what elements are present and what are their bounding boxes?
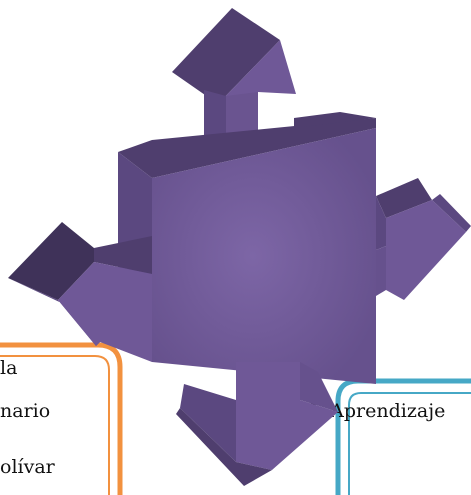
right-card-text-line-1: 3. Aprendizaje: [306, 400, 446, 422]
arrow-right: [376, 178, 471, 300]
arrow-down: [176, 362, 338, 486]
center-block: [118, 112, 376, 384]
left-card-text-line-3: olívar: [0, 456, 55, 478]
arrow-up: [172, 8, 296, 140]
left-card-frame: [0, 342, 123, 495]
left-card-text-line-2: nario: [0, 400, 51, 422]
arrow-left: [8, 222, 152, 362]
left-card-text-line-1: la: [0, 357, 18, 379]
